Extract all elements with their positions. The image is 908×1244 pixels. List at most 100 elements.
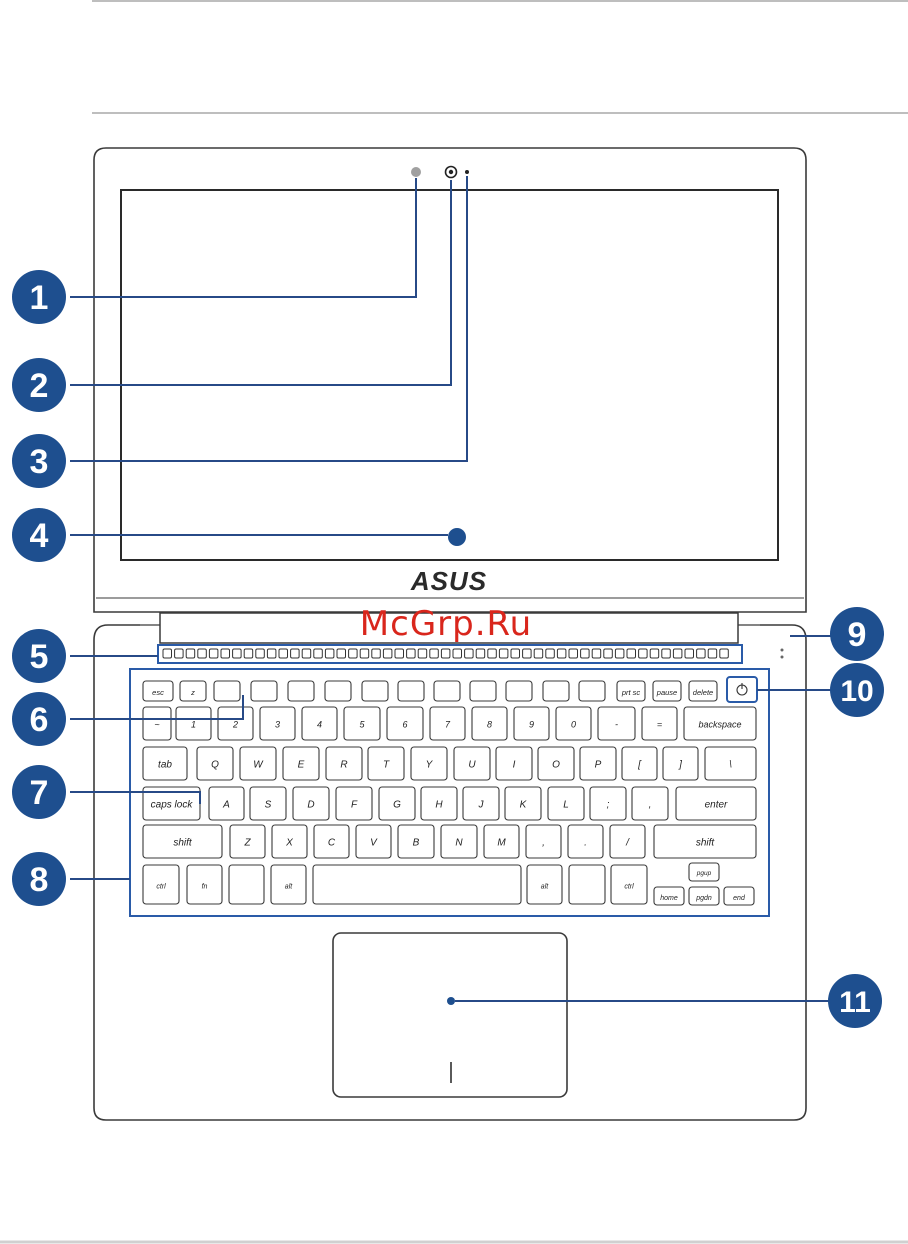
key[interactable] — [251, 681, 277, 701]
vent-slot — [314, 649, 323, 658]
vent-slot — [395, 649, 404, 658]
vent-slot — [430, 649, 439, 658]
key[interactable] — [506, 681, 532, 701]
key-label: O — [552, 760, 560, 771]
vent-slot — [163, 649, 172, 658]
vent-slot — [708, 649, 717, 658]
callout-number: 6 — [30, 701, 49, 739]
key-label: 8 — [487, 720, 492, 730]
vent-slot — [581, 649, 590, 658]
key[interactable] — [288, 681, 314, 701]
vent-slot — [662, 649, 671, 658]
key-label: Y — [426, 760, 434, 771]
vent-slot — [407, 649, 416, 658]
key-label: F — [351, 800, 358, 811]
vent-slot — [186, 649, 195, 658]
key-label: \ — [729, 760, 732, 771]
vent-slot — [673, 649, 682, 658]
key-label: I — [513, 760, 516, 771]
key-label: ctrl — [624, 884, 634, 891]
key-label: 1 — [191, 720, 196, 730]
key-label: ; — [607, 800, 610, 811]
vent-slot — [256, 649, 264, 658]
vent-slot — [198, 649, 207, 658]
callout-line-2 — [70, 180, 451, 385]
key-label: B — [413, 838, 420, 849]
vent-slot — [337, 649, 346, 658]
key-label: , — [542, 838, 545, 849]
callout-number: 8 — [30, 861, 49, 899]
callout-line-3 — [70, 176, 467, 461]
vent-slot — [697, 649, 706, 658]
key-label: fn — [202, 884, 208, 891]
key-label: ] — [678, 760, 682, 771]
key[interactable] — [470, 681, 496, 701]
vent-slot — [476, 649, 485, 658]
key-label: pgup — [696, 870, 712, 877]
key-label: shift — [696, 838, 716, 849]
callout-number: 9 — [848, 616, 867, 654]
key-label: J — [478, 800, 485, 811]
key-label: z — [190, 688, 195, 697]
key-label: T — [383, 760, 390, 771]
key-label: X — [285, 838, 293, 849]
vent-slot — [360, 649, 369, 658]
display-dot — [448, 528, 466, 546]
vent-slot — [441, 649, 450, 658]
key-label: H — [435, 800, 443, 811]
callout-number: 10 — [840, 675, 873, 708]
key-label: caps lock — [151, 800, 194, 811]
vent-slot — [453, 649, 462, 658]
key-label: M — [497, 838, 506, 849]
power-button[interactable] — [727, 677, 757, 702]
key[interactable] — [362, 681, 388, 701]
vent-slot — [383, 649, 392, 658]
key-label: 7 — [445, 720, 451, 730]
key-label: R — [340, 760, 347, 771]
key[interactable] — [569, 865, 605, 904]
key-label: K — [520, 800, 528, 811]
vent-slot — [465, 649, 474, 658]
keyboard: esczprt scpausedelete~1234567890-=backsp… — [143, 681, 756, 905]
key-label: L — [563, 800, 569, 811]
key[interactable] — [313, 865, 521, 904]
vent-slot — [325, 649, 334, 658]
callout-number: 2 — [30, 367, 49, 405]
touchpad[interactable] — [333, 933, 567, 1097]
key-label: / — [625, 838, 630, 849]
key[interactable] — [325, 681, 351, 701]
key[interactable] — [229, 865, 264, 904]
key-label: pgdn — [695, 895, 712, 902]
key[interactable] — [543, 681, 569, 701]
key-label: C — [328, 838, 336, 849]
key[interactable] — [214, 681, 240, 701]
key-label: home — [660, 895, 678, 902]
callout-number: 7 — [30, 774, 49, 812]
key-label: 5 — [359, 720, 365, 730]
vent-slot — [175, 649, 184, 658]
callout-number: 3 — [30, 443, 49, 481]
key-label: ctrl — [156, 884, 166, 891]
key-label: 9 — [529, 720, 534, 730]
key[interactable] — [398, 681, 424, 701]
vent-slot — [209, 649, 218, 658]
key-label: 0 — [571, 720, 576, 730]
key[interactable] — [434, 681, 460, 701]
key-label: prt sc — [621, 688, 641, 697]
key-label: [ — [637, 760, 642, 771]
callout-number: 1 — [30, 279, 49, 317]
key-label: 2 — [232, 720, 238, 730]
key-label: . — [584, 838, 587, 849]
status-indicator-icon — [781, 649, 784, 652]
key-label: P — [595, 760, 602, 771]
key-label: pause — [656, 688, 677, 697]
vent-slot — [221, 649, 230, 658]
vent-slot — [569, 649, 578, 658]
key-label: 4 — [317, 720, 322, 730]
key-label: A — [222, 800, 230, 811]
vent-slot — [557, 649, 566, 658]
key[interactable] — [579, 681, 605, 701]
key-label: S — [265, 800, 272, 811]
key-label: alt — [541, 884, 549, 891]
